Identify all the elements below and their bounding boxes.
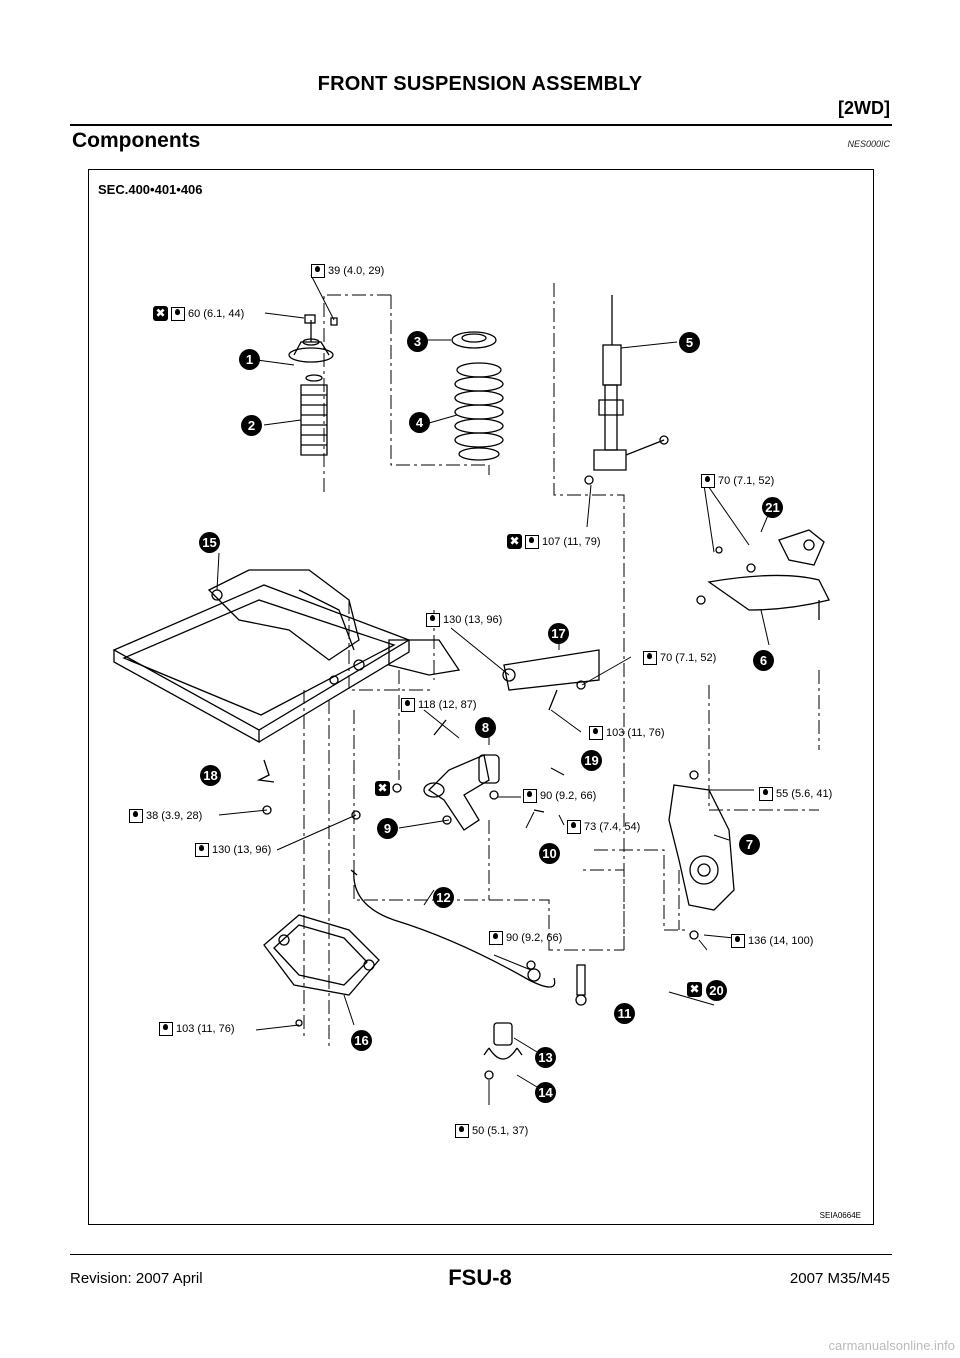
- torque-spec: 118 (12, 87): [401, 698, 477, 712]
- section-code: NES000IC: [847, 139, 890, 149]
- torque-wrench-icon: [731, 934, 745, 948]
- do-not-reuse-icon: ✖: [687, 982, 702, 997]
- footer-revision: Revision: 2007 April: [70, 1270, 203, 1287]
- torque-spec: 103 (11, 76): [589, 726, 665, 740]
- torque-spec: 90 (9.2, 66): [489, 931, 562, 945]
- torque-spec: 130 (13, 96): [195, 843, 271, 857]
- exploded-diagram: SEC.400•401•406 SEIA0664E 39 (4.0, 29) ✖…: [88, 169, 874, 1225]
- part-callout: 15: [199, 532, 220, 553]
- part-callout: 3: [407, 331, 428, 352]
- torque-spec: 103 (11, 76): [159, 1022, 235, 1036]
- torque-wrench-icon: [525, 534, 539, 549]
- page-subtitle: [2WD]: [838, 98, 890, 118]
- torque-wrench-icon: [311, 264, 325, 278]
- page-title: FRONT SUSPENSION ASSEMBLY: [317, 73, 643, 95]
- part-callout: 18: [200, 765, 221, 786]
- part-callout: 19: [581, 750, 602, 771]
- part-callout: 5: [679, 332, 700, 353]
- torque-wrench-icon: [759, 787, 773, 801]
- torque-spec: 136 (14, 100): [731, 934, 813, 948]
- section-title: Components: [72, 129, 201, 152]
- torque-wrench-icon: [567, 820, 581, 834]
- torque-wrench-icon: [159, 1022, 173, 1036]
- part-callout: 14: [535, 1082, 556, 1103]
- torque-wrench-icon: [195, 843, 209, 857]
- torque-wrench-icon: [589, 726, 603, 740]
- section-reference: SEC.400•401•406: [98, 182, 203, 197]
- part-callout: 10: [539, 843, 560, 864]
- torque-spec: ✖60 (6.1, 44): [153, 306, 244, 321]
- figure-code: SEIA0664E: [819, 1211, 861, 1220]
- part-callout: 11: [614, 1003, 635, 1024]
- header-rule: [70, 124, 892, 126]
- do-not-reuse-icon: ✖: [507, 534, 522, 549]
- torque-spec: 39 (4.0, 29): [311, 264, 384, 278]
- footer-page-number: FSU-8: [448, 1265, 512, 1290]
- part-callout: 13: [535, 1047, 556, 1068]
- torque-wrench-icon: [489, 931, 503, 945]
- part-callout: 7: [739, 834, 760, 855]
- torque-wrench-icon: [643, 651, 657, 665]
- torque-spec: 90 (9.2, 66): [523, 789, 596, 803]
- part-callout: 4: [409, 412, 430, 433]
- do-not-reuse-icon: ✖: [375, 781, 390, 796]
- torque-spec: 50 (5.1, 37): [455, 1124, 528, 1138]
- torque-spec: 55 (5.6, 41): [759, 787, 832, 801]
- part-callout: 21: [762, 497, 783, 518]
- torque-spec: 130 (13, 96): [426, 613, 502, 627]
- part-callout: 20: [706, 980, 727, 1001]
- footer-rule: [70, 1254, 892, 1255]
- diagram-drawing: [112, 274, 830, 1105]
- torque-spec: 38 (3.9, 28): [129, 809, 202, 823]
- torque-wrench-icon: [701, 474, 715, 488]
- torque-wrench-icon: [171, 306, 185, 321]
- part-callout: 12: [433, 887, 454, 908]
- torque-spec: ✖107 (11, 79): [507, 534, 601, 549]
- part-callout: 17: [548, 623, 569, 644]
- torque-spec: 70 (7.1, 52): [643, 651, 716, 665]
- torque-wrench-icon: [129, 809, 143, 823]
- part-callout: 1: [239, 349, 260, 370]
- part-callout: 2: [241, 415, 262, 436]
- watermark: carmanualsonline.info: [828, 1338, 955, 1353]
- torque-wrench-icon: [523, 789, 537, 803]
- torque-wrench-icon: [426, 613, 440, 627]
- part-callout: 9: [377, 818, 398, 839]
- part-callout: 6: [753, 650, 774, 671]
- torque-spec: 73 (7.4, 54): [567, 820, 640, 834]
- torque-spec: 70 (7.1, 52): [701, 474, 774, 488]
- torque-wrench-icon: [401, 698, 415, 712]
- do-not-reuse-icon: ✖: [153, 306, 168, 321]
- torque-wrench-icon: [455, 1124, 469, 1138]
- footer-model: 2007 M35/M45: [789, 1270, 890, 1287]
- part-callout: 8: [475, 717, 496, 738]
- part-callout: 16: [351, 1030, 372, 1051]
